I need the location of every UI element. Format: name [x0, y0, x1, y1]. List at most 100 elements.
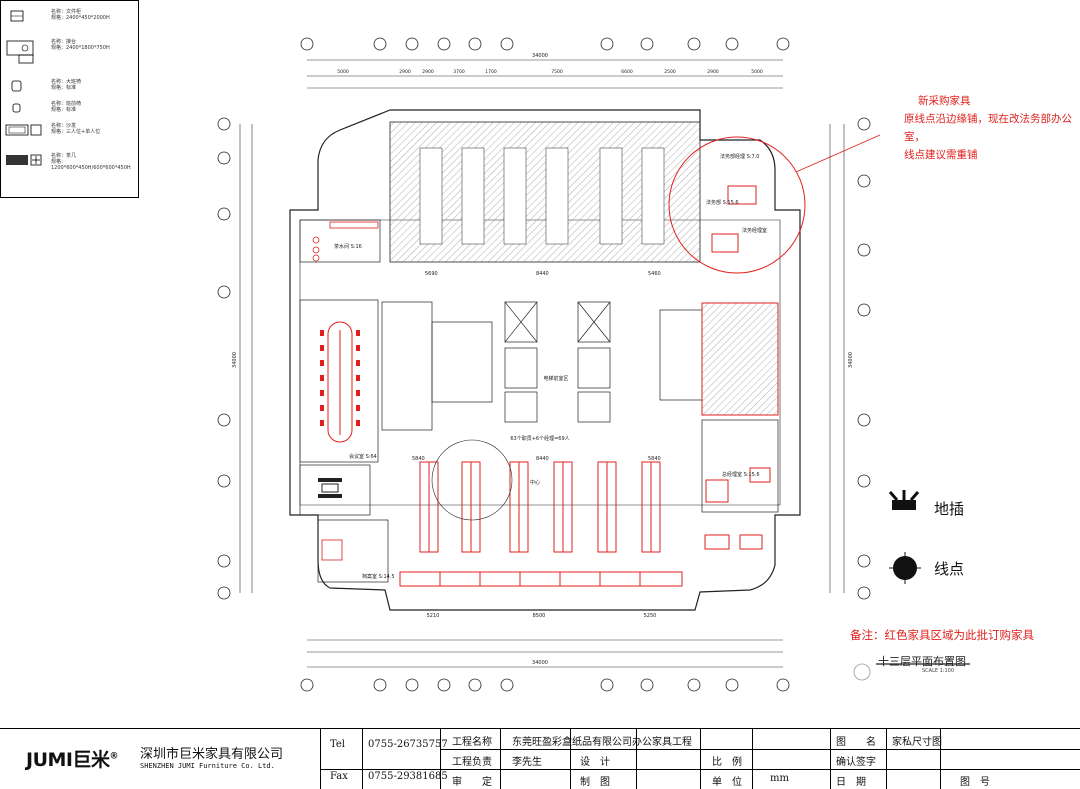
- project-label: 工程名称: [452, 737, 492, 748]
- manager-label: 工程负责: [452, 757, 492, 768]
- storage-furniture: [321, 539, 343, 561]
- desk-rows-south: [419, 461, 661, 553]
- conference-table: [327, 321, 353, 443]
- pantry-label: 茶水间 S:16: [334, 243, 362, 250]
- reception-area: [299, 464, 371, 516]
- axis-bubbles-right: [857, 117, 871, 600]
- legal-dept-label: 法务部 S:15.6: [706, 199, 739, 206]
- fax-label: Fax: [330, 771, 348, 782]
- drawing-name-label: 图 名: [836, 737, 876, 748]
- desk-symbol: [6, 40, 34, 64]
- company-name-cn: 深圳市巨米家具有限公司: [140, 747, 284, 762]
- axis-bubbles-top: [300, 37, 790, 51]
- dim-top-6: 7500: [551, 69, 563, 75]
- axis-bubbles-left: [217, 117, 231, 600]
- annotation-circle: [668, 136, 806, 274]
- dim-top-8: 2500: [664, 69, 676, 75]
- drawing-no-label: 图 号: [960, 777, 990, 788]
- remark-text: 备注：红色家具区域为此批订购家具: [850, 628, 1034, 642]
- legal-office-label: 法务部经理 S:7.0: [720, 153, 759, 160]
- dim-top-2: 2900: [399, 69, 411, 75]
- visitor-chair-symbol: [12, 103, 21, 113]
- legal-mgr-label: 法务经理室: [742, 227, 767, 234]
- unit-value: mm: [770, 773, 789, 784]
- manager-value: 李先生: [512, 757, 542, 768]
- dim-bottom-total: 34000: [532, 660, 548, 666]
- center-label: 中心: [530, 479, 540, 486]
- dim-top-7: 6600: [621, 69, 633, 75]
- fax-value: 0755-29381685: [368, 771, 448, 782]
- conference-chairs: [320, 330, 360, 426]
- east-office-area: [701, 302, 779, 416]
- annotation-line-1: 新采购家具: [918, 95, 971, 107]
- file-cabinet-symbol: [10, 10, 24, 22]
- drawing-title: 十三层平面布置图: [878, 655, 966, 668]
- building-core: [381, 301, 703, 431]
- drawing-name-value: 家私尺寸图: [892, 737, 942, 748]
- dim-bottom-2: 8500: [533, 613, 546, 619]
- dimension-lines: [239, 59, 845, 668]
- dim-lower-1: 5840: [412, 456, 425, 462]
- meeting-room: [299, 299, 379, 463]
- tel-value: 0755-26735757: [368, 739, 448, 750]
- south-desk-row-bottom: [399, 571, 683, 587]
- floor-socket-icon: [888, 490, 920, 510]
- dim-right-total: 34000: [848, 352, 854, 368]
- date-label: 日 期: [836, 777, 866, 788]
- dim-upper-2: 8440: [536, 271, 549, 277]
- dim-top-total: 34000: [532, 53, 548, 59]
- legend-box: 名称：文件柜规格：2400*450*2000H 名称：接台规格：2400*180…: [0, 0, 139, 198]
- annotation-line-2: 原线点沿边缘铺，现在改法务部办公室，: [904, 113, 1072, 143]
- manager-offices: [701, 419, 779, 513]
- unit-label: 单 位: [712, 777, 742, 788]
- floor-socket-label: 地插: [934, 500, 965, 518]
- dim-upper-3: 5460: [648, 271, 661, 277]
- tel-label: Tel: [330, 739, 346, 750]
- reception-desk-circle: [431, 439, 513, 521]
- axis-bubbles-bottom: [300, 678, 790, 692]
- dim-bottom-segments: 5210 8500 5250: [427, 613, 657, 619]
- confirm-label: 确认签字: [836, 757, 876, 768]
- open-office-headcount: 63个职员+6个经理=69人: [510, 435, 569, 442]
- company-logo: JUMI巨米®: [26, 749, 118, 771]
- title-block: JUMI巨米® 深圳市巨米家具有限公司 SHENZHEN JUMI Furnit…: [0, 728, 1080, 789]
- desk-rows-north: [419, 147, 665, 245]
- tea-table-symbol: [6, 154, 42, 166]
- dim-top-1: 5000: [337, 69, 349, 75]
- new-furniture-annotation: 新采购家具 原线点沿边缘铺，现在改法务部办公室， 线点建议需重铺: [904, 92, 1076, 164]
- dim-top-4: 3700: [453, 69, 465, 75]
- dim-top-3: 2900: [422, 69, 434, 75]
- storage-room: [317, 519, 389, 583]
- floor-plan: 34000 34000 5000 2900 2900 3700 1700 750…: [217, 37, 970, 692]
- dim-left-total: 34000: [232, 352, 238, 368]
- drawing-scale: SCALE 1:100: [922, 668, 955, 674]
- project-value: 东莞旺盈彩盒纸品有限公司办公家具工程: [512, 737, 692, 748]
- design-label: 设 计: [580, 757, 610, 768]
- exec-chair-symbol: [11, 80, 22, 92]
- pantry-room: [299, 219, 381, 263]
- east-office-furniture: [704, 185, 771, 550]
- meeting-room-label: 会议室 S:64: [349, 453, 377, 460]
- sofa-set: [318, 478, 342, 498]
- review-label: 审 定: [452, 777, 492, 788]
- storage-label: 档案室 S:14.5: [362, 573, 395, 580]
- dim-top-10: 5000: [751, 69, 763, 75]
- dim-top-5: 1700: [485, 69, 497, 75]
- dim-upper-1: 5690: [425, 271, 438, 277]
- dim-top-9: 2900: [707, 69, 719, 75]
- draw-label: 制 图: [580, 777, 610, 788]
- north-arrow-icon: [853, 663, 871, 681]
- annotation-leader: [795, 134, 881, 173]
- elevator-hall-label: 电梯前室区: [543, 375, 568, 382]
- pantry-furniture: [312, 221, 379, 262]
- dim-lower-3: 5840: [648, 456, 661, 462]
- dim-bottom-3: 5250: [644, 613, 657, 619]
- dim-top-segments: 5000 2900 2900 3700 1700 7500 6600 2500 …: [337, 69, 763, 75]
- wire-point-label: 线点: [934, 560, 965, 578]
- dim-lower-2: 8440: [536, 456, 549, 462]
- dim-bottom-1: 5210: [427, 613, 440, 619]
- company-name-en: SHENZHEN JUMI Furniture Co. Ltd.: [140, 762, 275, 770]
- office-1-label: 总经理室 S:15.6: [722, 471, 760, 478]
- scale-label: 比 例: [712, 757, 742, 768]
- annotation-line-3: 线点建议需重铺: [904, 149, 978, 161]
